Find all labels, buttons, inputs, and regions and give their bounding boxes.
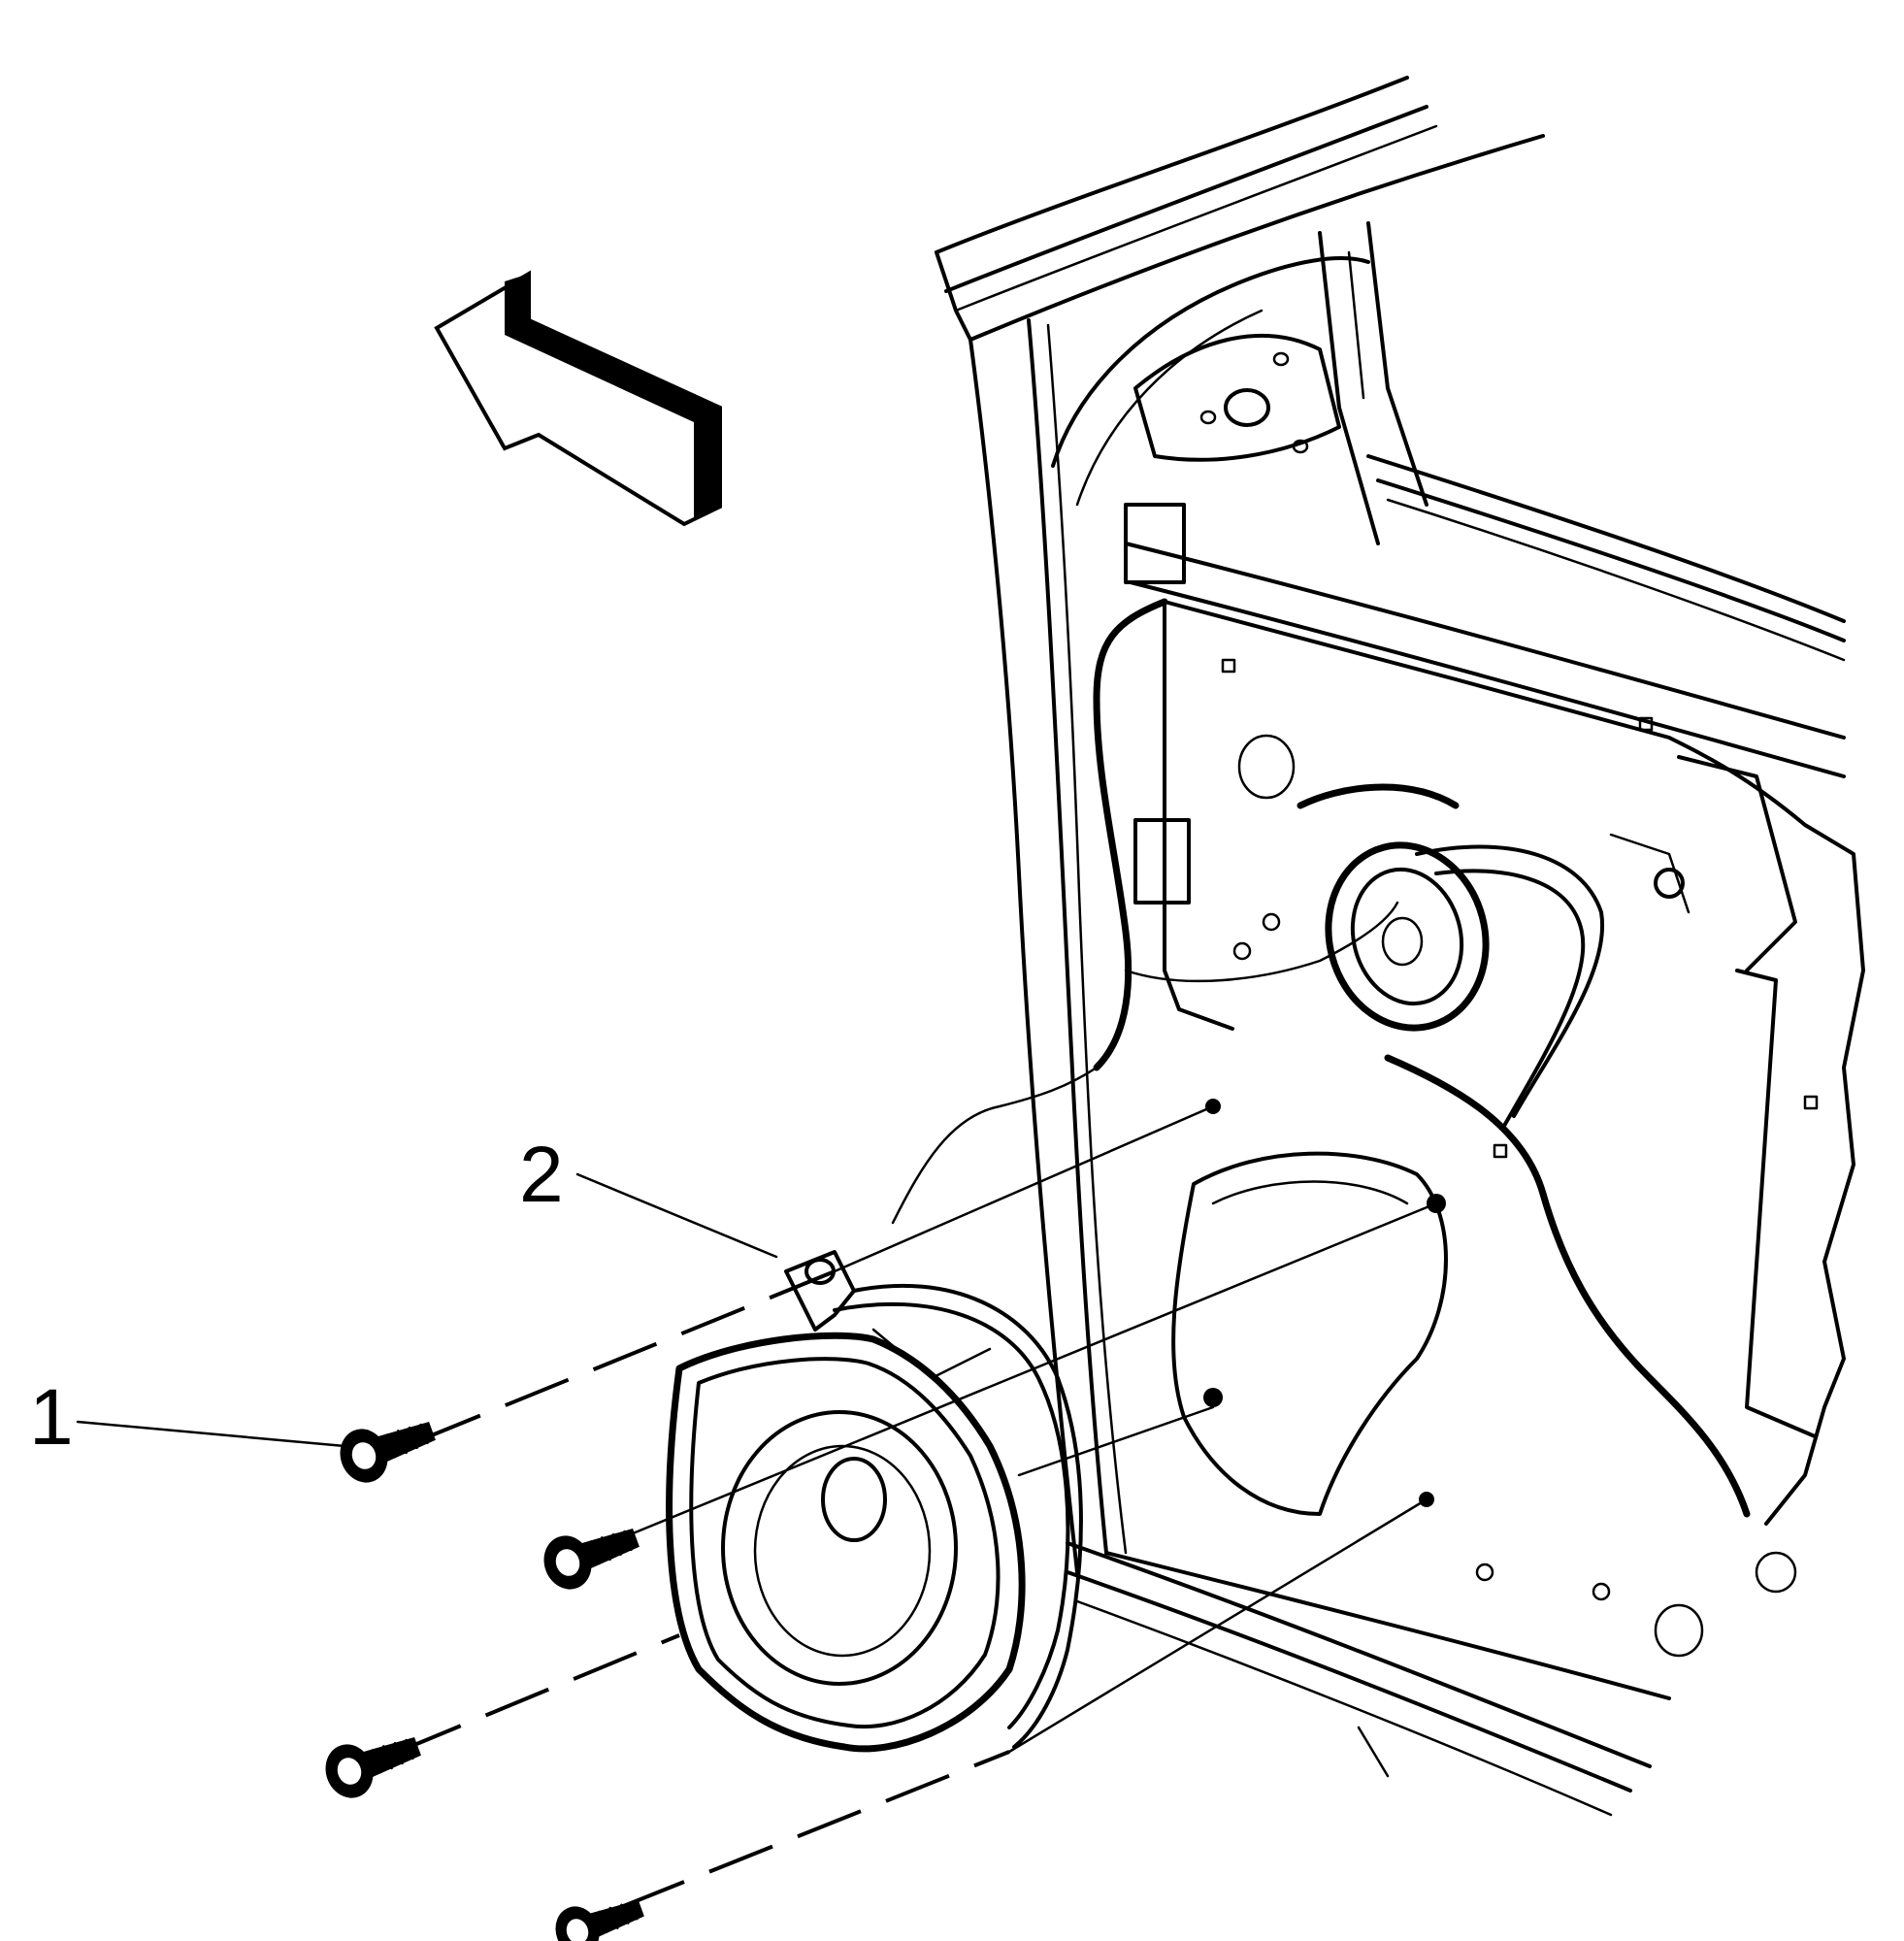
screw-icon [555, 1899, 644, 1941]
callout-label-1: 1 [29, 1373, 74, 1462]
speaker-icon [666, 1250, 1083, 1753]
door-inner-panel [891, 76, 1865, 1817]
callout-2-leader [575, 1172, 778, 1259]
callout-label-2: 2 [519, 1131, 564, 1219]
screw-icon [543, 1528, 640, 1590]
direction-arrow-icon [434, 270, 722, 527]
screw-icon [325, 1736, 421, 1798]
screw-icon [340, 1421, 436, 1483]
callout-1-leader [76, 1420, 346, 1448]
projection-lines [397, 1104, 1438, 1909]
target-holes [1203, 1099, 1446, 1507]
